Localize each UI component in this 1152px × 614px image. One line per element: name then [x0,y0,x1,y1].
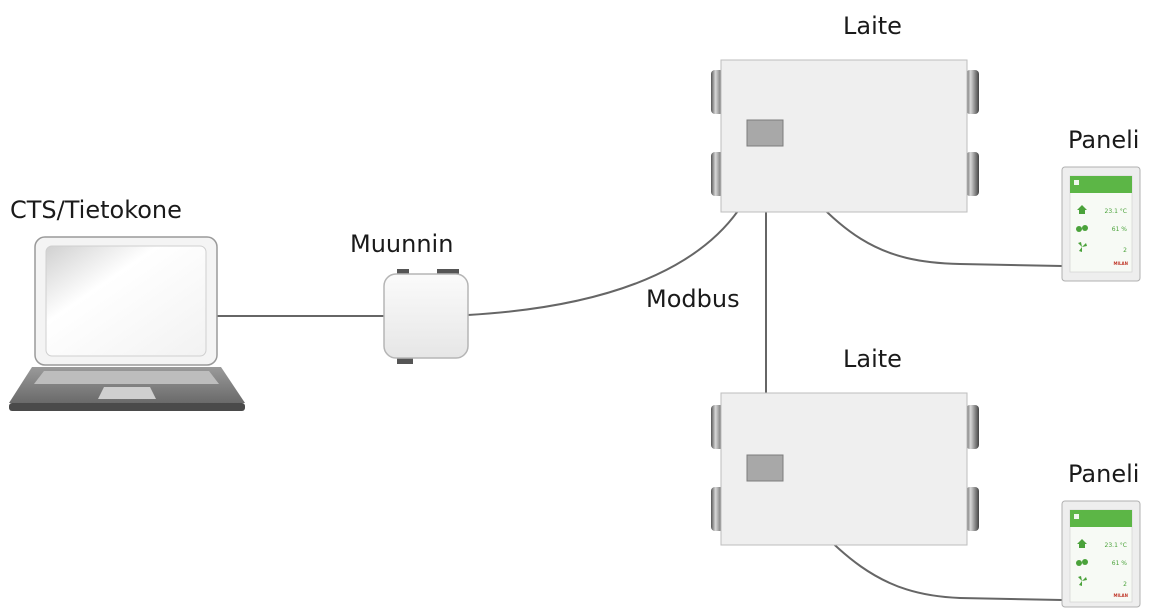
fan-icon [1078,242,1087,252]
panel-bottom-temperature: 23.1 °C [1105,542,1127,549]
humidity-icon [1076,225,1088,232]
home-icon [1077,539,1087,548]
panel-bottom-label: Paneli [1068,460,1140,488]
fan-icon [1078,576,1087,586]
panel-top-humidity: 61 % [1112,226,1128,233]
panel-bottom-fan-speed: 2 [1123,581,1127,588]
panel-top-fan-speed: 2 [1123,247,1127,254]
unit-top-device [711,59,979,213]
panel-top-device: 23.1 °C 61 % 2 MILAN [1061,166,1141,282]
unit-bottom-label: Laite [843,345,902,373]
panel-bottom-device: 23.1 °C 61 % 2 MILAN [1061,500,1141,608]
unit-top-label: Laite [843,12,902,40]
unit-bottom-device [711,392,979,546]
humidity-icon [1076,559,1088,566]
converter-icon [383,269,469,364]
home-icon [1077,205,1087,214]
panel-top-brand: MILAN [1114,261,1128,266]
modbus-label: Modbus [646,285,740,313]
unit-top-terminal [746,119,784,147]
converter-label: Muunnin [350,230,454,258]
panel-bottom-brand: MILAN [1114,593,1128,598]
laptop-icon [9,236,245,411]
unit-bottom-terminal [746,454,784,482]
panel-top-label: Paneli [1068,126,1140,154]
computer-label: CTS/Tietokone [10,196,182,224]
panel-top-temperature: 23.1 °C [1105,208,1127,215]
panel-bottom-humidity: 61 % [1112,560,1128,567]
